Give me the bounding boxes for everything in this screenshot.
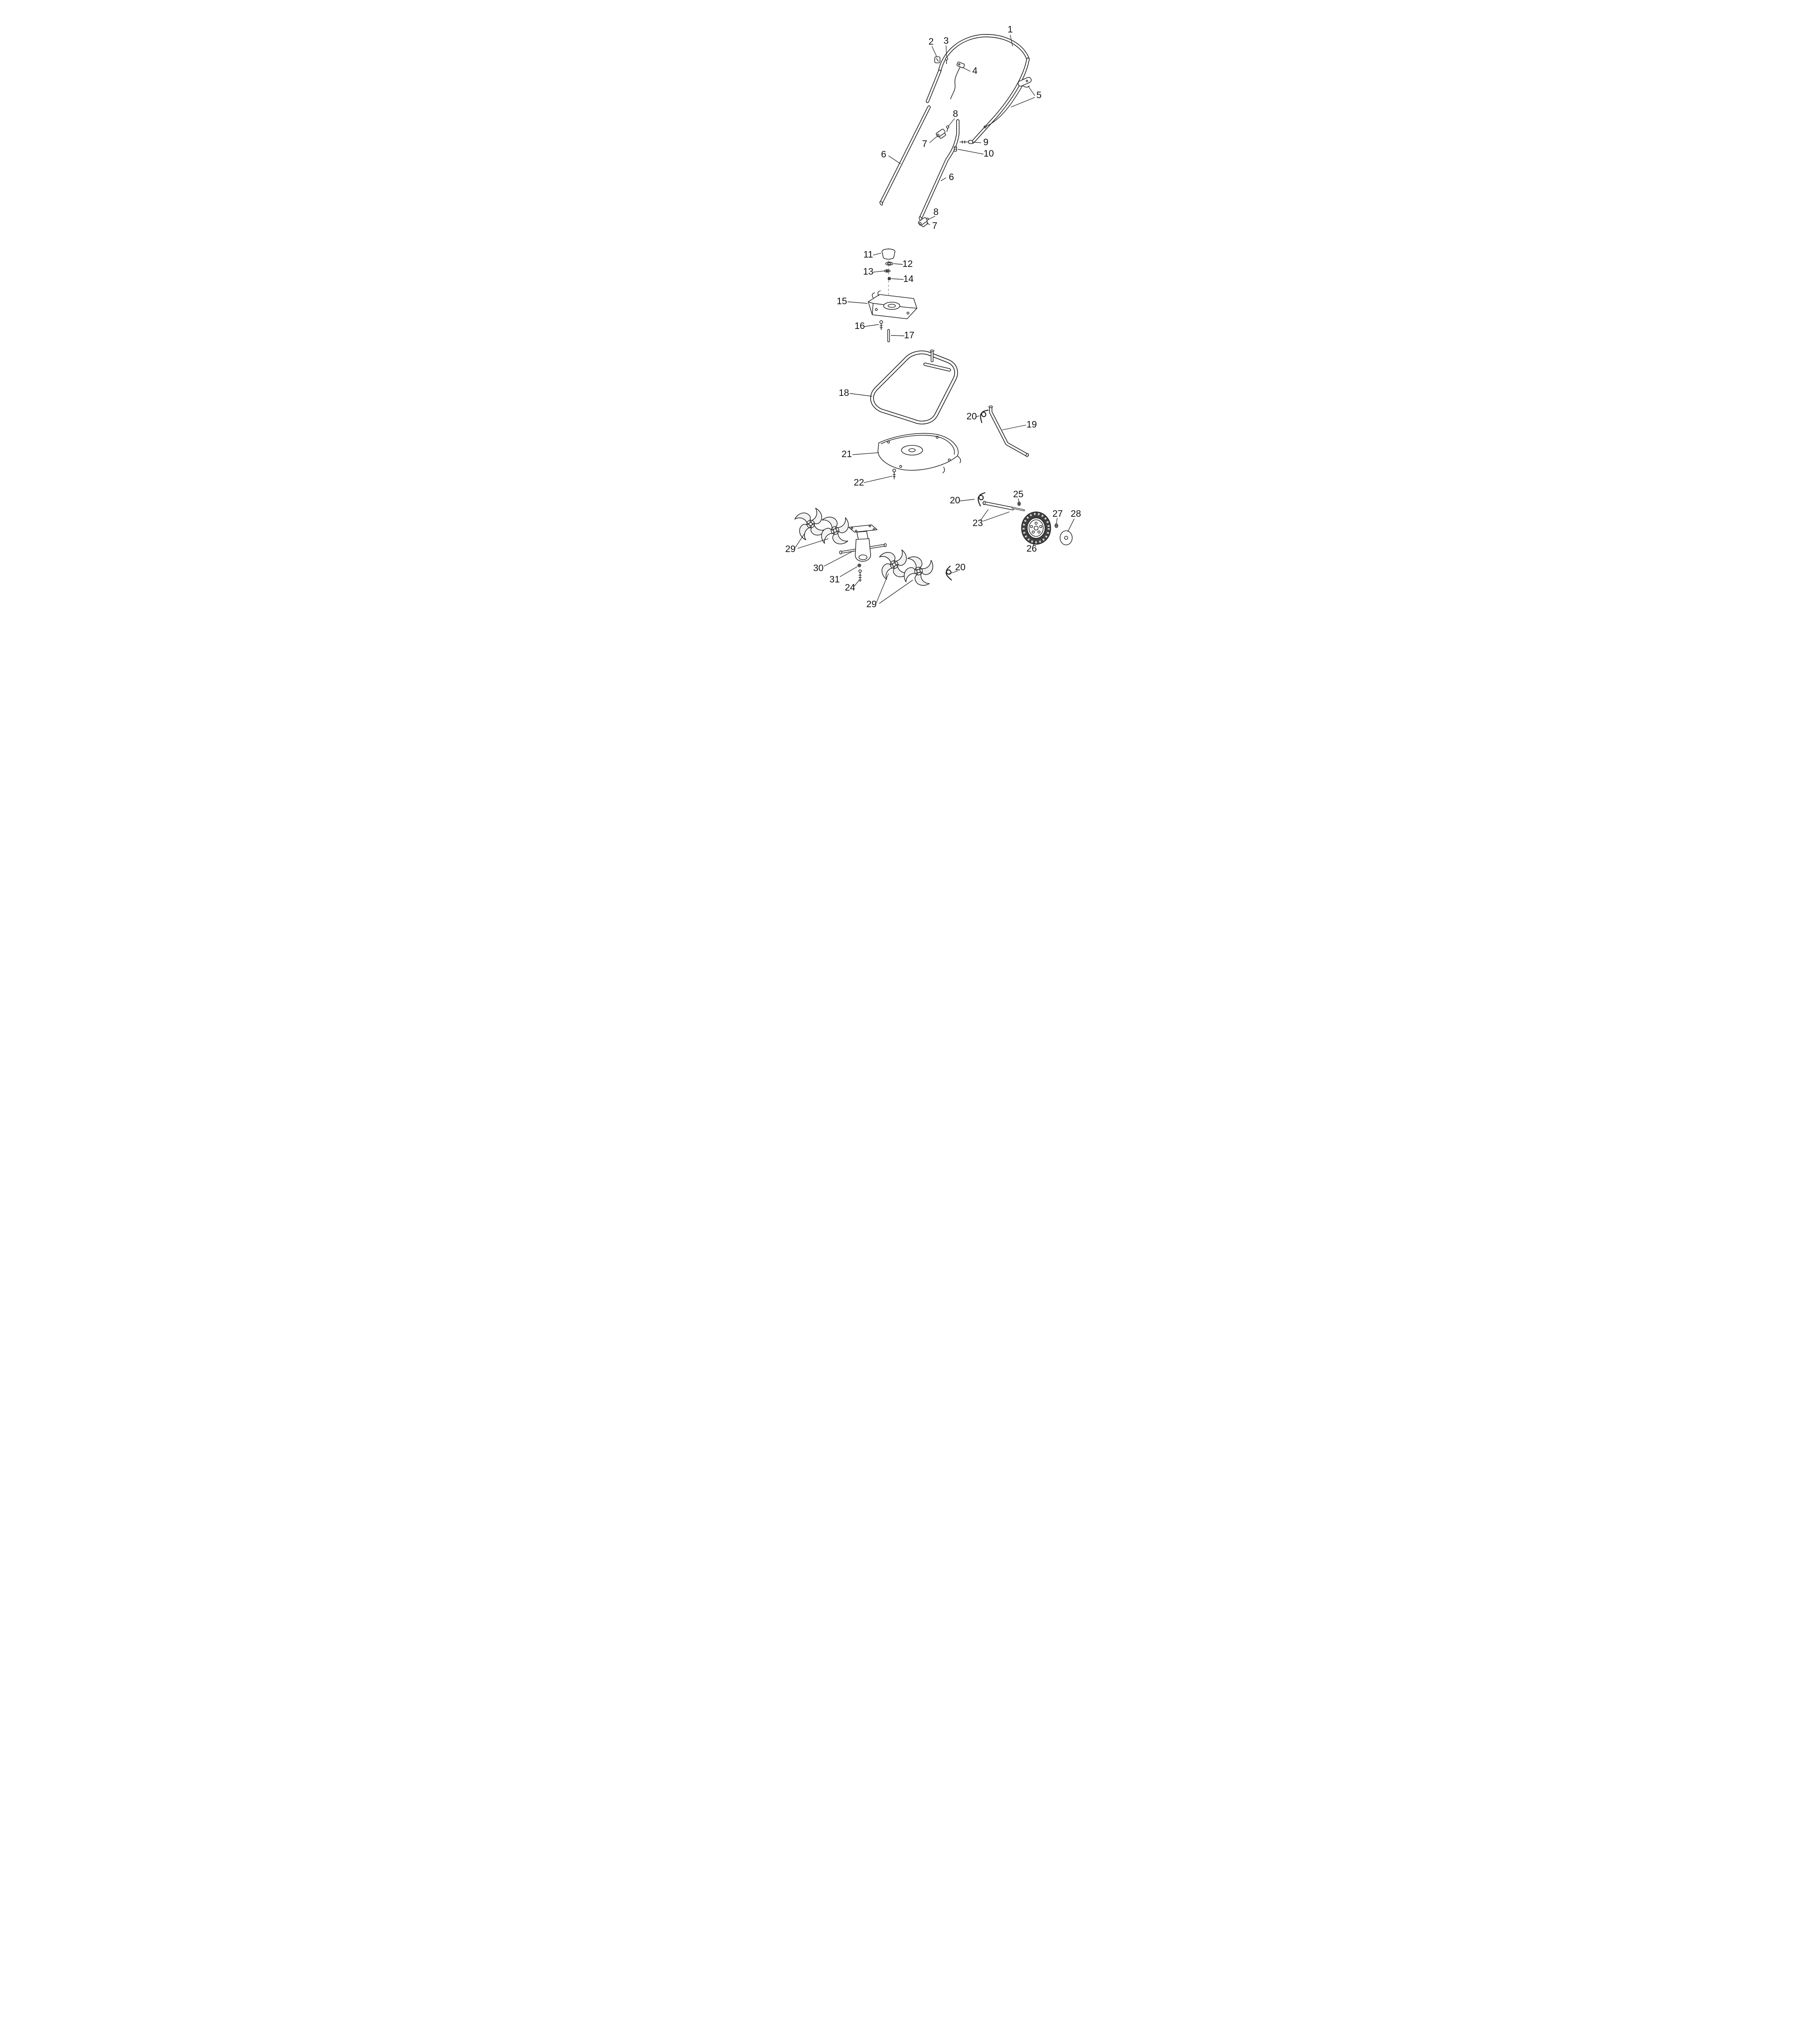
part-screw-22: [892, 468, 896, 479]
diagram-page: 1 2 3 4 5 6 6 7 7 8 8 9 10 11 12 13 14 1…: [698, 0, 1122, 625]
callout-20b: 20: [950, 495, 960, 505]
callout-19: 19: [1026, 419, 1037, 430]
part-cap-11: [882, 248, 895, 260]
part-bolt-9: [959, 140, 973, 144]
callout-15: 15: [837, 296, 847, 306]
callout-23: 23: [972, 518, 983, 528]
callout-10: 10: [983, 148, 994, 159]
callout-6b: 6: [949, 172, 954, 182]
part-hubcap-28: [1060, 530, 1073, 546]
part-ring-12: [885, 262, 893, 266]
part-guard-frame-18: [872, 349, 956, 423]
callout-24: 24: [845, 582, 855, 593]
leader-lines: [795, 34, 1075, 604]
callout-4: 4: [972, 65, 978, 76]
part-axle-tube-23: [983, 501, 1025, 511]
part-cable-connector: [950, 62, 965, 99]
part-handle-tube-left: [879, 107, 929, 206]
callout-13: 13: [863, 266, 874, 277]
part-washer-14: [887, 277, 891, 280]
part-handle-clamp-lower: [918, 217, 929, 227]
part-screw-16: [879, 320, 883, 330]
part-wheel-26: [1021, 511, 1051, 545]
callout-20a: 20: [966, 411, 977, 421]
callout-18: 18: [839, 387, 849, 398]
callout-29a: 29: [785, 544, 796, 554]
part-handle-clamp-upper: [936, 125, 949, 139]
part-gearbox-30: [839, 524, 887, 562]
part-screw-24: [858, 569, 862, 582]
callout-6a: 6: [881, 149, 886, 159]
callout-28: 28: [1071, 508, 1081, 519]
callout-9: 9: [983, 137, 989, 147]
callout-20c: 20: [955, 562, 966, 572]
callout-29b: 29: [866, 599, 877, 609]
callout-3: 3: [944, 35, 949, 46]
callout-16: 16: [854, 320, 865, 331]
part-clamp-screw: [945, 57, 948, 64]
callout-7a: 7: [922, 138, 927, 149]
part-washer-31: [857, 563, 861, 567]
callout-12: 12: [902, 258, 913, 269]
callout-26: 26: [1026, 543, 1037, 554]
callout-7b: 7: [932, 220, 938, 231]
part-clip-ring-25: [1017, 501, 1021, 506]
callout-11: 11: [863, 249, 873, 260]
callout-numbers: 1 2 3 4 5 6 6 7 7 8 8 9 10 11 12 13 14 1…: [785, 24, 1081, 609]
part-stud-10: [954, 146, 957, 152]
part-washer-27: [1054, 523, 1058, 528]
part-depth-stake-19: [988, 405, 1029, 457]
callout-8b: 8: [934, 206, 939, 217]
callout-31: 31: [829, 574, 840, 584]
part-washer-13: [884, 269, 891, 273]
callout-17: 17: [904, 330, 914, 340]
callout-30: 30: [813, 563, 824, 573]
callout-2: 2: [929, 36, 934, 47]
exploded-parts-diagram: 1 2 3 4 5 6 6 7 7 8 8 9 10 11 12 13 14 1…: [698, 0, 1122, 625]
callout-14: 14: [903, 273, 914, 284]
part-hood-21: [878, 433, 961, 473]
callout-8a: 8: [953, 108, 958, 119]
part-housing-15: [868, 290, 917, 319]
callout-21: 21: [841, 449, 852, 459]
callout-1: 1: [1008, 24, 1013, 34]
callout-25: 25: [1013, 489, 1024, 499]
callout-27: 27: [1052, 508, 1063, 519]
part-cable-clamp: [934, 56, 940, 63]
part-pin-17: [887, 329, 890, 342]
callout-22: 22: [854, 477, 864, 488]
part-throttle-lever: [983, 77, 1032, 129]
callout-5: 5: [1037, 90, 1042, 100]
